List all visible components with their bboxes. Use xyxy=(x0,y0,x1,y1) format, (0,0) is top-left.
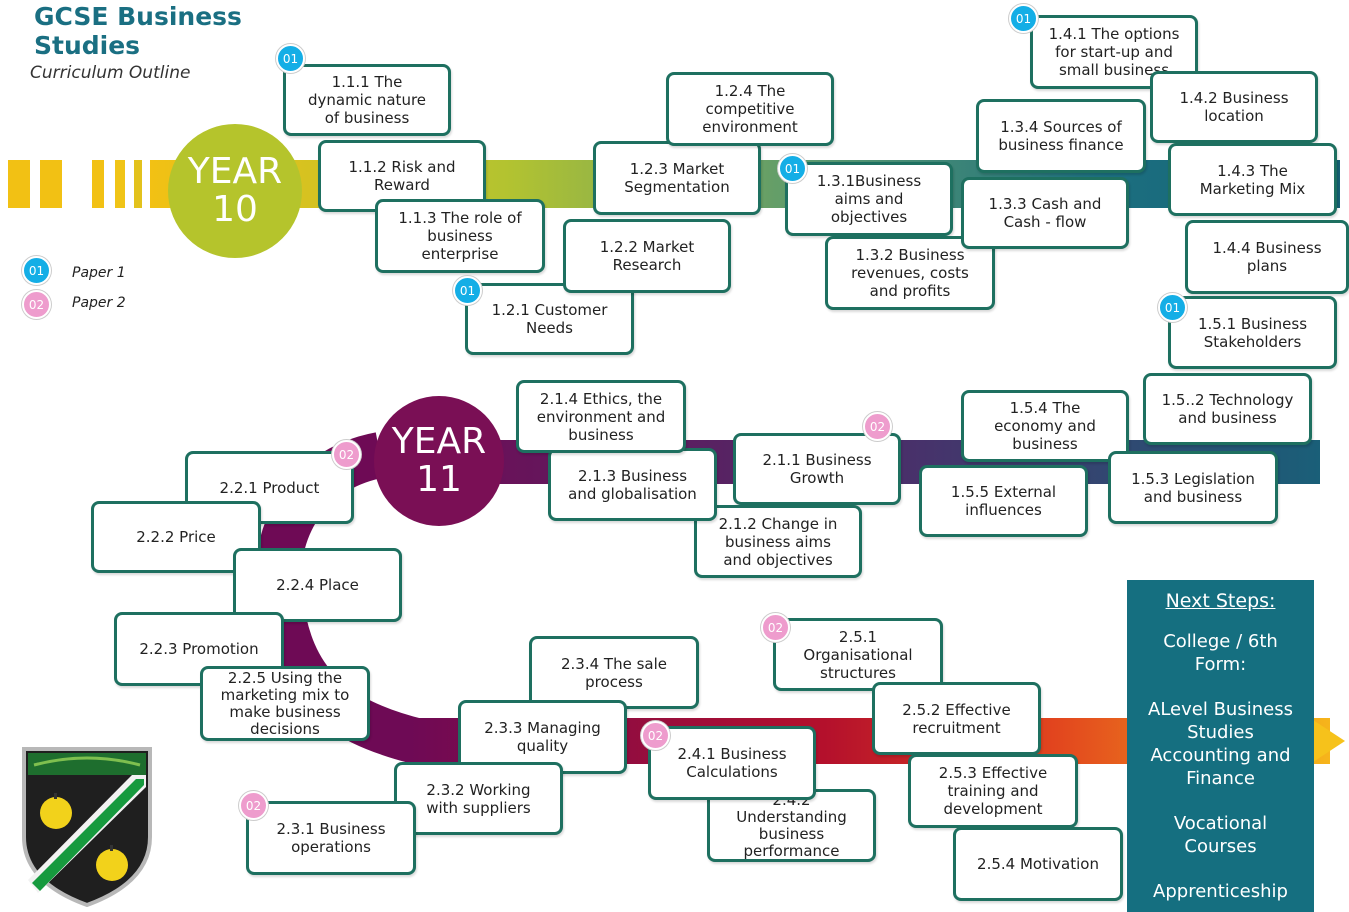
topic-1-5-1: 1.5.1 Business Stakeholders xyxy=(1168,296,1337,369)
topic-2-1-2: 2.1.2 Change in business aims and object… xyxy=(694,505,862,578)
school-crest-logo xyxy=(22,747,152,907)
legend-paper2-badge: 02 xyxy=(22,290,51,319)
topic-2-2-5: 2.2.5 Using the marketing mix to make bu… xyxy=(200,666,370,741)
topic-1-4-3: 1.4.3 The Marketing Mix xyxy=(1168,143,1337,216)
year11-label: YEAR xyxy=(391,421,487,463)
topic-2-3-1: 2.3.1 Business operations xyxy=(246,801,416,875)
topic-2-5-4: 2.5.4 Motivation xyxy=(953,827,1123,901)
year10-number: 10 xyxy=(212,189,258,230)
topic-2-5-2: 2.5.2 Effective recruitment xyxy=(872,682,1041,755)
paper1-badge: 01 xyxy=(276,44,305,73)
next-steps-panel: Next Steps: College / 6th Form: ALevel B… xyxy=(1127,580,1314,912)
topic-1-3-3: 1.3.3 Cash and Cash - flow xyxy=(961,177,1129,249)
year10-label: YEAR xyxy=(187,151,283,193)
topic-2-5-3: 2.5.3 Effective training and development xyxy=(908,754,1078,828)
topic-2-3-2: 2.3.2 Working with suppliers xyxy=(394,762,563,835)
topic-1-2-2: 1.2.2 Market Research xyxy=(563,219,731,293)
paper1-badge: 01 xyxy=(453,276,482,305)
next-steps-item: Apprenticeship xyxy=(1153,881,1288,902)
topic-1-3-2: 1.3.2 Business revenues, costs and profi… xyxy=(825,236,995,310)
topic-1-3-4: 1.3.4 Sources of business finance xyxy=(976,99,1146,173)
paper2-badge: 02 xyxy=(863,412,892,441)
topic-2-4-1: 2.4.1 Business Calculations xyxy=(648,726,816,800)
topic-1-2-1: 1.2.1 Customer Needs xyxy=(465,283,634,355)
paper2-badge: 02 xyxy=(761,613,790,642)
topic-1-1-1: 1.1.1 The dynamic nature of business xyxy=(283,64,451,136)
next-steps-item: ALevel Business Studies Accounting and F… xyxy=(1148,699,1293,789)
topic-2-3-4: 2.3.4 The sale process xyxy=(529,636,699,709)
topic-2-1-1: 2.1.1 Business Growth xyxy=(733,433,901,505)
paper1-badge: 01 xyxy=(1009,4,1038,33)
legend-paper2-label: Paper 2 xyxy=(72,295,126,311)
topic-2-2-4: 2.2.4 Place xyxy=(233,548,402,622)
next-steps-item: Vocational Courses xyxy=(1173,813,1268,857)
topic-1-2-3: 1.2.3 Market Segmentation xyxy=(593,141,761,215)
page-subtitle: Curriculum Outline xyxy=(30,63,191,83)
paper2-badge: 02 xyxy=(332,440,361,469)
topic-1-4-4: 1.4.4 Business plans xyxy=(1185,220,1349,294)
topic-1-5-2: 1.5..2 Technology and business xyxy=(1143,373,1312,445)
topic-2-1-4: 2.1.4 Ethics, the environment and busine… xyxy=(516,380,686,453)
paper2-badge: 02 xyxy=(239,791,268,820)
year11-circle: YEAR 11 xyxy=(374,396,504,526)
paper2-badge: 02 xyxy=(641,721,670,750)
topic-2-2-2: 2.2.2 Price xyxy=(91,501,261,573)
next-steps-heading: Next Steps: xyxy=(1165,590,1276,612)
year10-circle: YEAR 10 xyxy=(168,124,302,258)
page-title: GCSE Business Studies xyxy=(34,2,242,60)
topic-1-4-2: 1.4.2 Business location xyxy=(1150,71,1318,143)
legend-paper1-label: Paper 1 xyxy=(72,265,126,281)
topic-2-5-1: 2.5.1 Organisational structures xyxy=(773,618,943,691)
topic-2-3-3: 2.3.3 Managing quality xyxy=(458,700,627,774)
topic-2-4-2: 2.4.2 Understanding business performance xyxy=(707,789,876,862)
topic-1-5-4: 1.5.4 The economy and business xyxy=(961,390,1129,462)
topic-2-1-3: 2.1.3 Business and globalisation xyxy=(548,448,717,521)
topic-1-1-3: 1.1.3 The role of business enterprise xyxy=(375,199,545,273)
next-steps-item: College / 6th Form: xyxy=(1163,631,1278,675)
topic-1-5-3: 1.5.3 Legislation and business xyxy=(1108,451,1278,524)
topic-1-2-4: 1.2.4 The competitive environment xyxy=(666,72,834,146)
legend-paper1-badge: 01 xyxy=(22,256,51,285)
paper1-badge: 01 xyxy=(778,154,807,183)
topic-1-5-5: 1.5.5 External influences xyxy=(919,465,1088,537)
topic-1-3-1: 1.3.1Business aims and objectives xyxy=(785,162,953,236)
paper1-badge: 01 xyxy=(1158,293,1187,322)
year11-number: 11 xyxy=(416,459,462,500)
